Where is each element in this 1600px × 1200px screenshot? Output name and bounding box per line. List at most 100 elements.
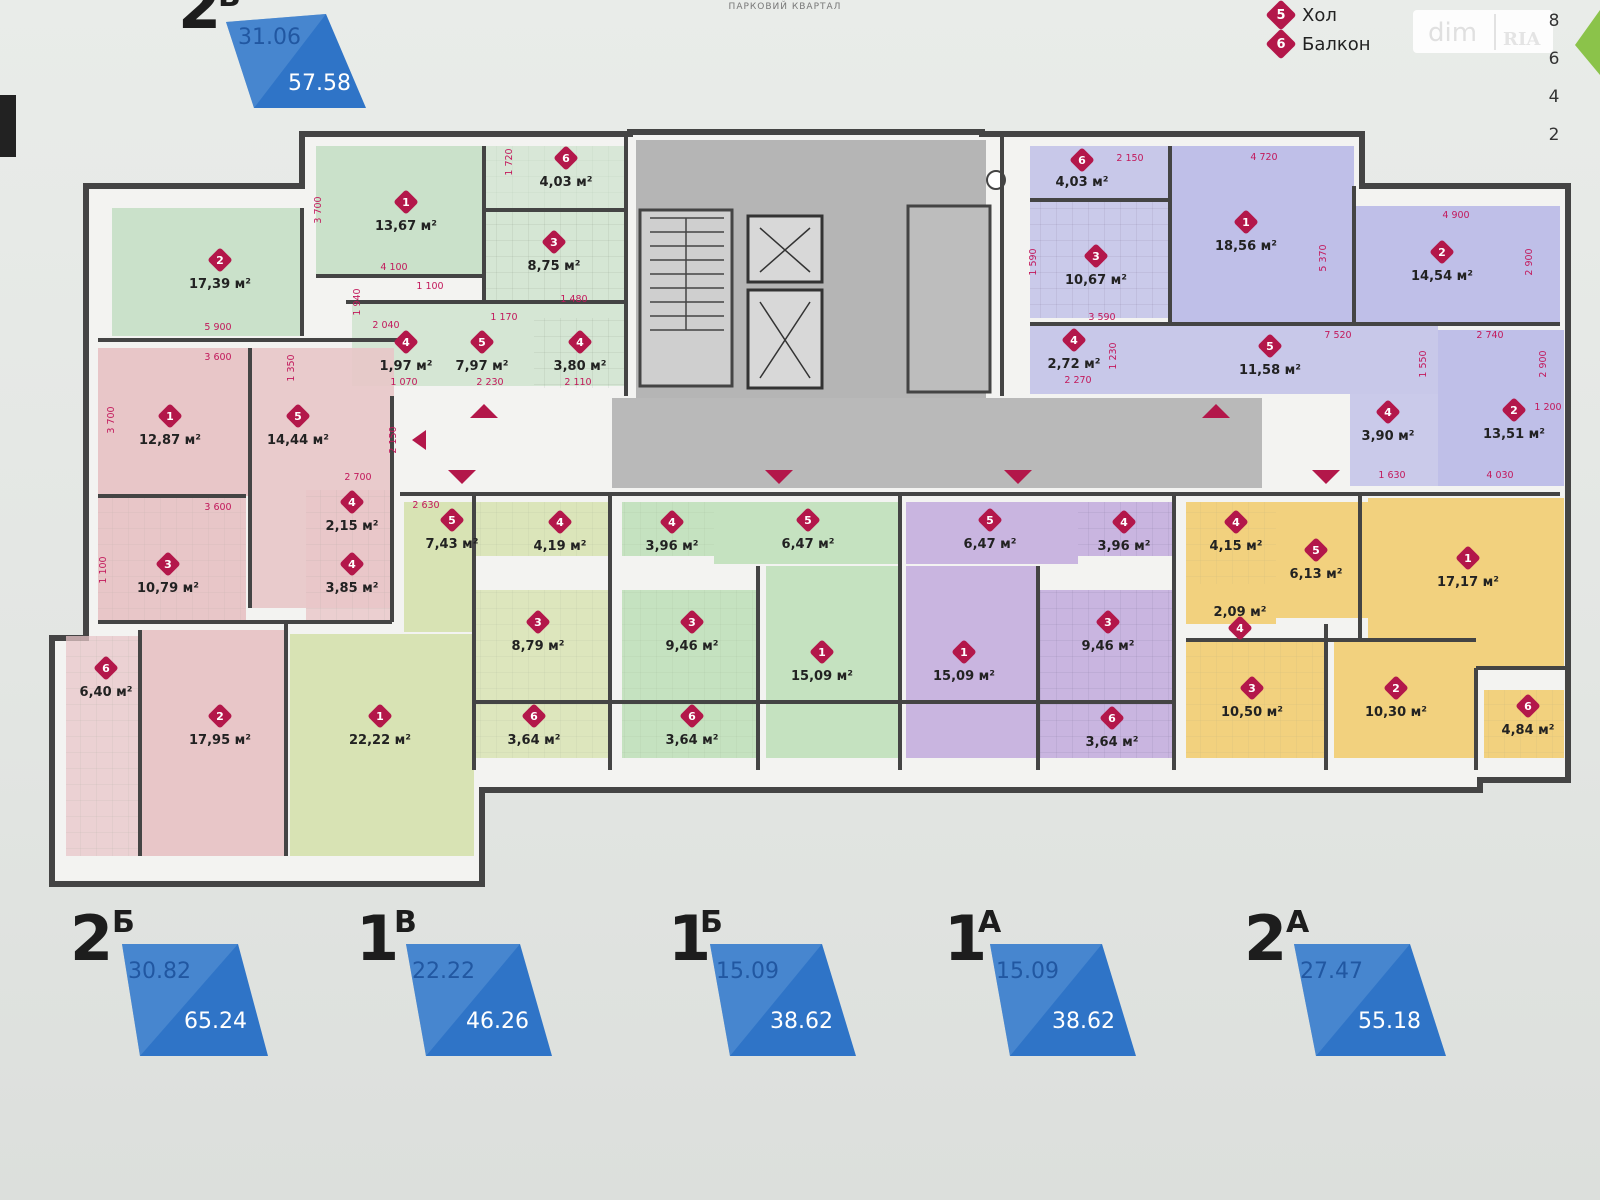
svg-text:1: 1 bbox=[166, 410, 174, 423]
dimension: 1 550 bbox=[1418, 350, 1429, 377]
dimension: 4 030 bbox=[1486, 470, 1513, 481]
room-label: 310,79 м² bbox=[137, 552, 199, 596]
room-label: 113,67 м² bbox=[375, 190, 437, 234]
room-label: 56,13 м² bbox=[1290, 538, 1342, 582]
svg-text:6: 6 bbox=[530, 710, 538, 723]
entry-marker bbox=[1312, 470, 1340, 484]
svg-text:4: 4 bbox=[556, 516, 564, 529]
dimension: 3 700 bbox=[313, 196, 324, 223]
svg-text:1: 1 bbox=[1242, 216, 1250, 229]
dimension: 5 900 bbox=[204, 322, 231, 333]
dimension: 3 590 bbox=[1088, 312, 1115, 323]
apartment-summary-2b-top: 2 Б 31.06 57.58 bbox=[178, 0, 366, 108]
floor-number: 4 bbox=[1549, 87, 1560, 107]
brand-header: ПАРКОВИЙ КВАРТАЛ bbox=[729, 0, 842, 12]
legend-label: Балкон bbox=[1302, 34, 1371, 55]
legend-badge: 5 bbox=[1276, 8, 1285, 23]
room-label: 39,46 м² bbox=[666, 610, 718, 654]
room-label: 511,58 м² bbox=[1239, 334, 1301, 378]
apartment-label: 2 bbox=[1244, 902, 1287, 975]
svg-text:4: 4 bbox=[1384, 406, 1392, 419]
room-area: 4,15 м² bbox=[1210, 539, 1263, 554]
room-label: 122,22 м² bbox=[349, 704, 411, 748]
dimension: 1 070 bbox=[390, 377, 417, 388]
svg-text:5: 5 bbox=[294, 410, 302, 423]
room-area: 4,03 м² bbox=[1056, 175, 1109, 190]
total-area: 38.62 bbox=[770, 1009, 833, 1034]
room-label: 2 13,51 м² bbox=[1483, 398, 1545, 442]
apartment-sup: Б bbox=[700, 905, 723, 940]
room-area: 3,64 м² bbox=[508, 733, 561, 748]
dimension: 1 100 bbox=[416, 281, 443, 292]
svg-text:4: 4 bbox=[348, 558, 356, 571]
room-area: 10,30 м² bbox=[1365, 705, 1427, 720]
svg-text:6: 6 bbox=[1524, 700, 1532, 713]
dimension: 2 270 bbox=[1064, 375, 1091, 386]
room-label: 5 14,44 м² bbox=[267, 404, 329, 448]
svg-text:3: 3 bbox=[534, 616, 542, 629]
entry-markers bbox=[412, 404, 1340, 484]
svg-text:6: 6 bbox=[1078, 154, 1086, 167]
apartment-label: 2 bbox=[70, 902, 113, 975]
room-area: 2,15 м² bbox=[326, 519, 379, 534]
apartment-summary-1a: 1 А 15.09 38.62 bbox=[944, 902, 1136, 1056]
room-label: 43,85 м² bbox=[326, 552, 378, 596]
dimension: 2 630 bbox=[412, 500, 439, 511]
svg-text:5: 5 bbox=[1266, 340, 1274, 353]
room-area: 18,56 м² bbox=[1215, 239, 1277, 254]
svg-text:2: 2 bbox=[1392, 682, 1400, 695]
room-label: 64,84 м² bbox=[1502, 694, 1554, 738]
living-area: 30.82 bbox=[128, 959, 191, 984]
svg-text:2: 2 bbox=[216, 710, 224, 723]
svg-text:2: 2 bbox=[216, 254, 224, 267]
living-area: 22.22 bbox=[412, 959, 475, 984]
svg-text:5: 5 bbox=[478, 336, 486, 349]
room-area: 13,67 м² bbox=[375, 219, 437, 234]
svg-text:2: 2 bbox=[1510, 404, 1518, 417]
room-area: 14,44 м² bbox=[267, 433, 329, 448]
room-label: 41,97 м² bbox=[380, 330, 432, 374]
dimension-labels: 3 700 4 100 1 100 5 900 1 940 2 040 1 17… bbox=[98, 148, 1562, 583]
room-label: 42,72 м² bbox=[1048, 328, 1100, 372]
room-label: 43,80 м² bbox=[554, 330, 606, 374]
room-label: 38,79 м² bbox=[512, 610, 564, 654]
apartment-1a bbox=[906, 502, 1174, 758]
dimension: 1 630 bbox=[1378, 470, 1405, 481]
dimension: 3 700 bbox=[106, 406, 117, 433]
apartment-2a bbox=[1186, 498, 1564, 758]
room-label: 57,43 м² bbox=[426, 508, 478, 552]
room-label: 57,97 м² bbox=[456, 330, 508, 374]
room-label: 44,19 м² bbox=[534, 510, 586, 554]
dimension: 1 940 bbox=[352, 288, 363, 315]
svg-text:6: 6 bbox=[102, 662, 110, 675]
room-area: 17,95 м² bbox=[189, 733, 251, 748]
apartment-summaries: 2 Б 31.06 57.58 2 Б 30.82 65.24 1 В 22.2… bbox=[70, 0, 1446, 1056]
room-area: 10,79 м² bbox=[137, 581, 199, 596]
dimension: 2 040 bbox=[372, 320, 399, 331]
svg-text:6: 6 bbox=[688, 710, 696, 723]
room-labels: 64,03 м² 113,67 м² 38,75 м² 217,39 м² 41… bbox=[80, 146, 1554, 750]
svg-text:6: 6 bbox=[1108, 712, 1116, 725]
room-area: 15,09 м² bbox=[791, 669, 853, 684]
building-core bbox=[612, 140, 1262, 488]
floor-number: 2 bbox=[1549, 125, 1560, 145]
legend-badge: 6 bbox=[1276, 37, 1285, 52]
svg-text:5: 5 bbox=[1312, 544, 1320, 557]
svg-text:3: 3 bbox=[550, 236, 558, 249]
dimension: 1 170 bbox=[490, 312, 517, 323]
svg-text:4: 4 bbox=[348, 496, 356, 509]
leaf-decoration bbox=[1575, 10, 1600, 75]
svg-text:4: 4 bbox=[576, 336, 584, 349]
apartment-top-right bbox=[1030, 146, 1564, 486]
apartment-1b bbox=[622, 502, 900, 758]
room-area: 8,75 м² bbox=[528, 259, 581, 274]
room-label: 214,54 м² bbox=[1411, 240, 1473, 284]
watermark-dim: dim bbox=[1428, 18, 1477, 48]
apartment-summary-1v: 1 В 22.22 46.26 bbox=[356, 902, 552, 1056]
svg-text:5: 5 bbox=[986, 514, 994, 527]
room-area: 6,47 м² bbox=[964, 537, 1017, 552]
apartment-summary-2b: 2 Б 30.82 65.24 bbox=[70, 902, 268, 1056]
room-area: 13,51 м² bbox=[1483, 427, 1545, 442]
entry-marker bbox=[470, 404, 498, 418]
svg-text:4: 4 bbox=[668, 516, 676, 529]
